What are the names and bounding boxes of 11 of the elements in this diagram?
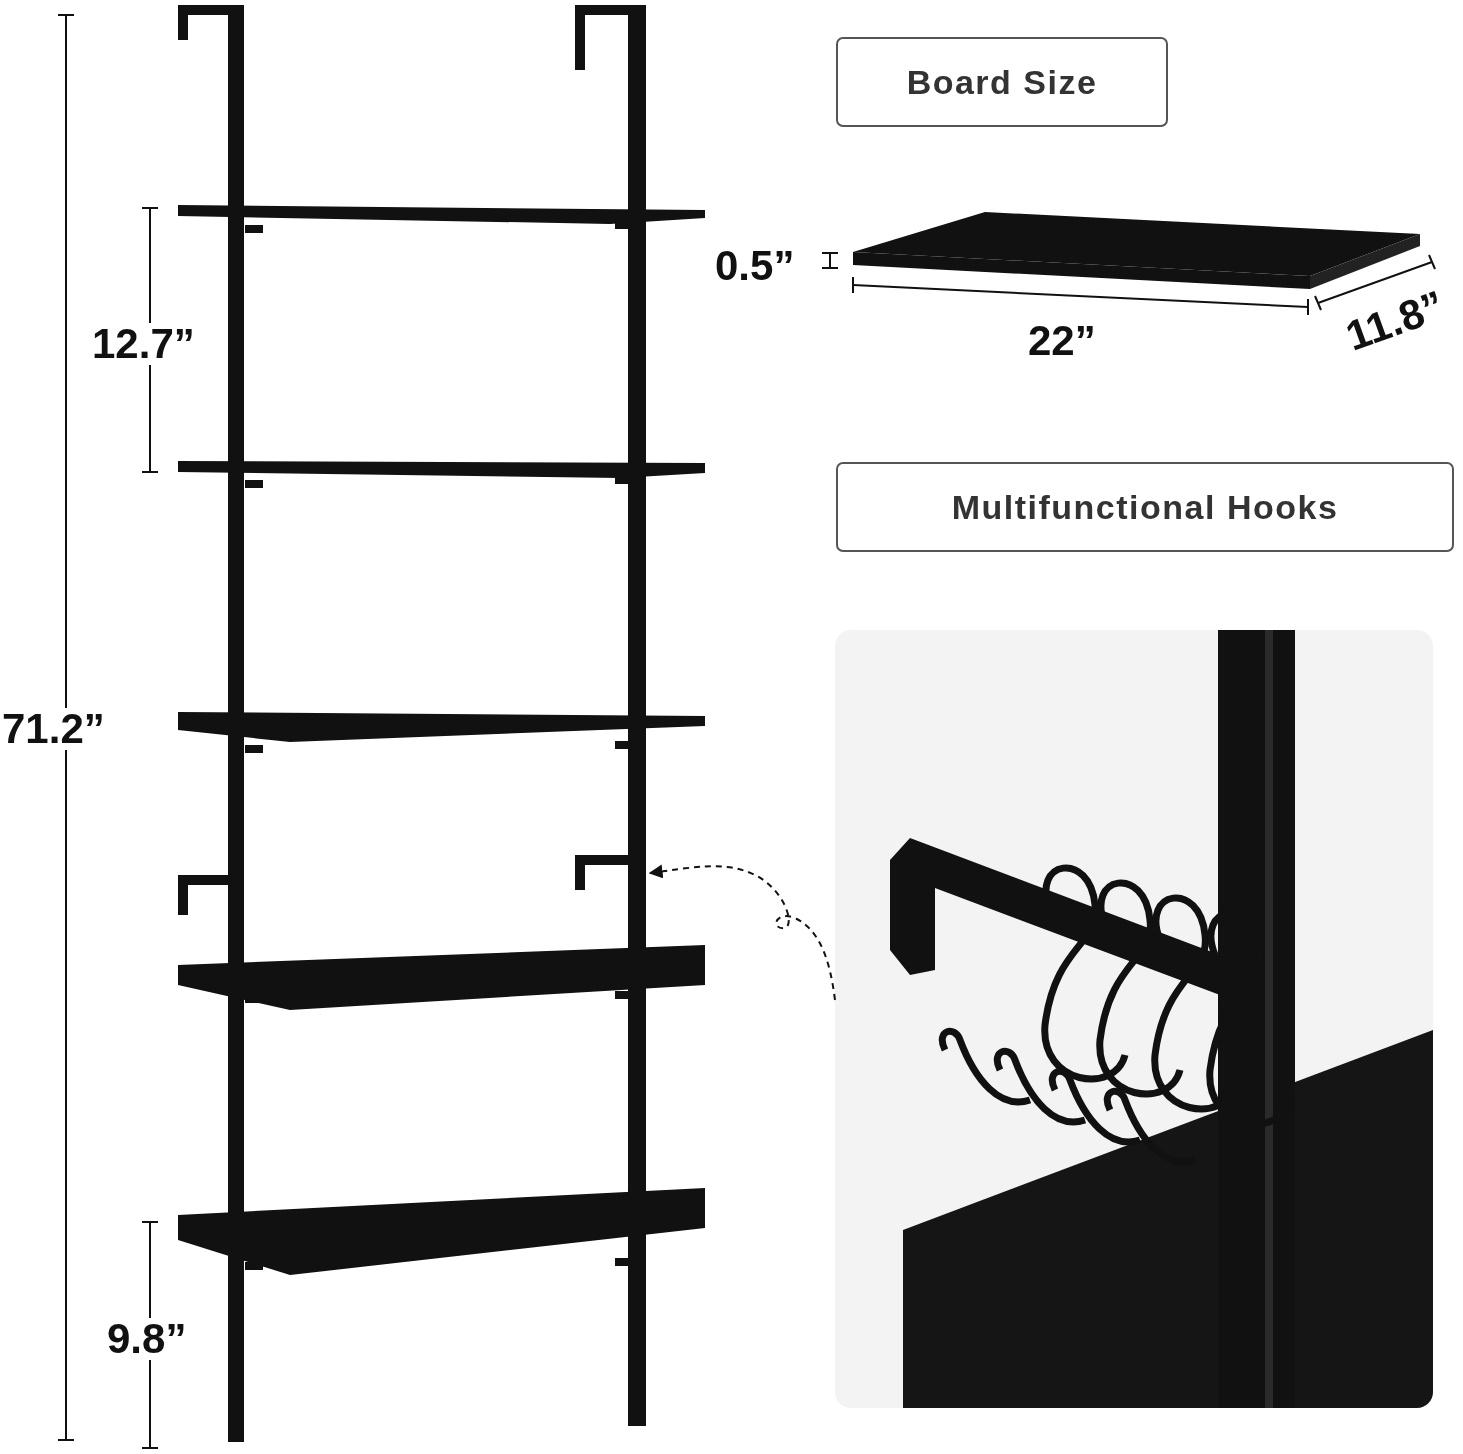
heading-box xyxy=(836,462,1454,552)
wall-hook-drawing xyxy=(575,855,646,891)
dimension-label: 9.8” xyxy=(107,1318,187,1360)
dimension-label: 71.2” xyxy=(2,708,105,750)
heading-text: Board Size xyxy=(906,62,1098,102)
dimension-label: 12.7” xyxy=(92,323,195,365)
heading-text: Multifunctional Hooks xyxy=(951,487,1339,527)
curved-arrow xyxy=(648,864,836,1001)
dimension-label: 11.8” xyxy=(1340,284,1450,358)
heading-box xyxy=(836,37,1168,127)
hook-closeup-drawing xyxy=(835,630,1433,1408)
